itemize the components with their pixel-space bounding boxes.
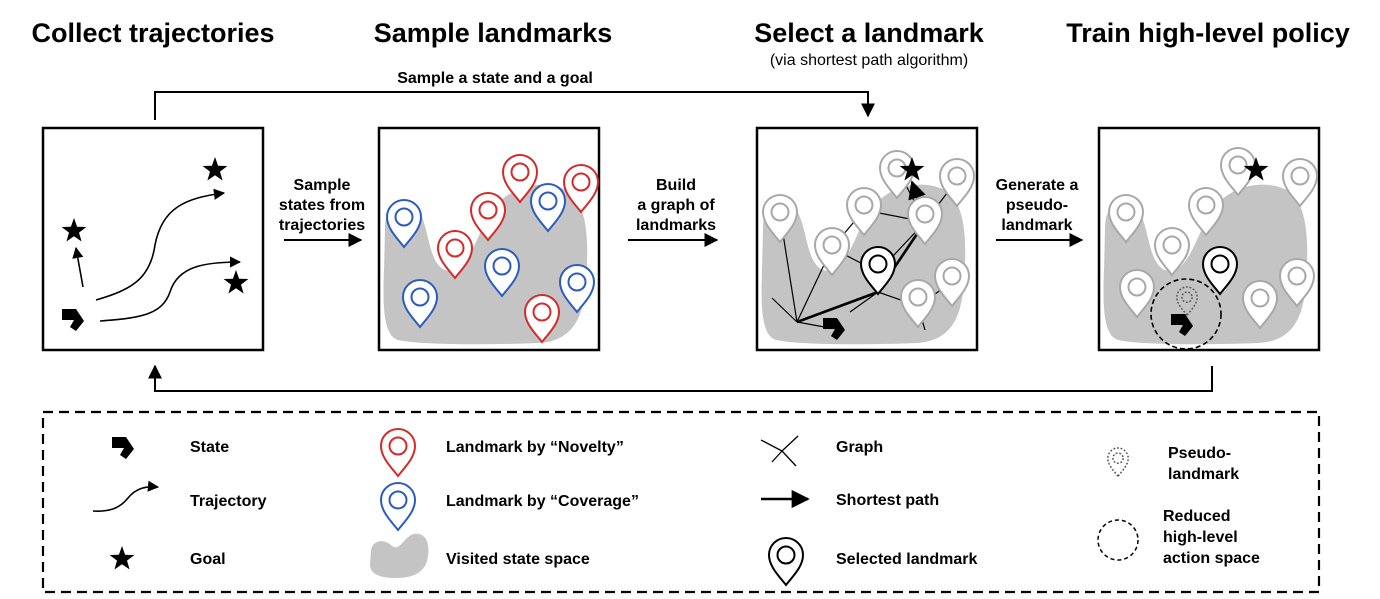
heading-sample-landmarks: Sample landmarks	[374, 18, 613, 48]
heading-select-subtitle: (via shortest path algorithm)	[770, 52, 968, 69]
legend-trajectory-label: Trajectory	[190, 493, 267, 510]
legend-pseudo-label-1: Pseudo-	[1168, 445, 1231, 462]
legend-state-label: State	[190, 439, 229, 456]
state-icon	[112, 437, 134, 459]
legend-novelty-label: Landmark by “Novelty”	[446, 439, 624, 456]
heading-train-policy: Train high-level policy	[1066, 18, 1350, 48]
sample-state-goal-arrow	[154, 91, 875, 120]
heading-collect-trajectories: Collect trajectories	[31, 18, 274, 48]
legend-shortest-label: Shortest path	[836, 492, 939, 509]
sample-states-label-3: trajectories	[279, 217, 365, 234]
landmark-pin-icon	[380, 428, 416, 477]
pseudo-landmark-icon	[1176, 286, 1198, 317]
generate-label-2: pseudo-	[1006, 197, 1068, 214]
feedback-arrow	[148, 364, 1213, 392]
landmark-pin-icon	[768, 537, 804, 586]
sample-state-goal-label: Sample a state and a goal	[397, 70, 593, 87]
goal-star-icon	[109, 546, 135, 570]
generate-label-3: landmark	[1001, 217, 1072, 234]
visited-region-icon	[370, 533, 429, 578]
trajectory-line	[95, 188, 226, 301]
sample-states-label-2: states from	[279, 197, 365, 214]
legend-reduced-label-2: high-level	[1163, 529, 1238, 546]
reduced-action-space-circle	[1150, 278, 1222, 350]
graph-icon	[760, 435, 799, 467]
trajectory-line	[99, 256, 242, 322]
trajectory-icon	[92, 480, 160, 512]
panel-sample-landmarks	[377, 126, 601, 352]
generate-label-1: Generate a	[996, 177, 1079, 194]
sample-states-label-1: Sample	[294, 177, 351, 194]
heading-select-landmark: Select a landmark	[754, 18, 985, 48]
landmark-pin-icon	[380, 482, 416, 531]
legend-visited-label: Visited state space	[446, 551, 590, 568]
legend-selected-label: Selected landmark	[836, 551, 978, 568]
dashed-circle-icon	[1097, 519, 1139, 561]
build-label-1: Build	[656, 177, 696, 194]
legend-reduced-label-1: Reduced	[1163, 508, 1231, 525]
legend: State Trajectory Goal Landmark by “Novel…	[41, 410, 1321, 594]
legend-reduced-label-3: action space	[1163, 550, 1260, 567]
legend-pseudo-label-2: landmark	[1168, 466, 1239, 483]
legend-goal-label: Goal	[190, 551, 226, 568]
trajectory-line	[72, 246, 84, 288]
panel-select-landmark	[755, 126, 979, 352]
build-label-3: landmarks	[636, 217, 716, 234]
panel-collect-trajectories	[41, 126, 265, 352]
panel-train-policy	[1097, 126, 1321, 352]
build-label-2: a graph of	[637, 197, 715, 214]
pseudo-landmark-icon	[1107, 447, 1129, 478]
legend-graph-label: Graph	[836, 439, 883, 456]
legend-coverage-label: Landmark by “Coverage”	[446, 493, 639, 510]
